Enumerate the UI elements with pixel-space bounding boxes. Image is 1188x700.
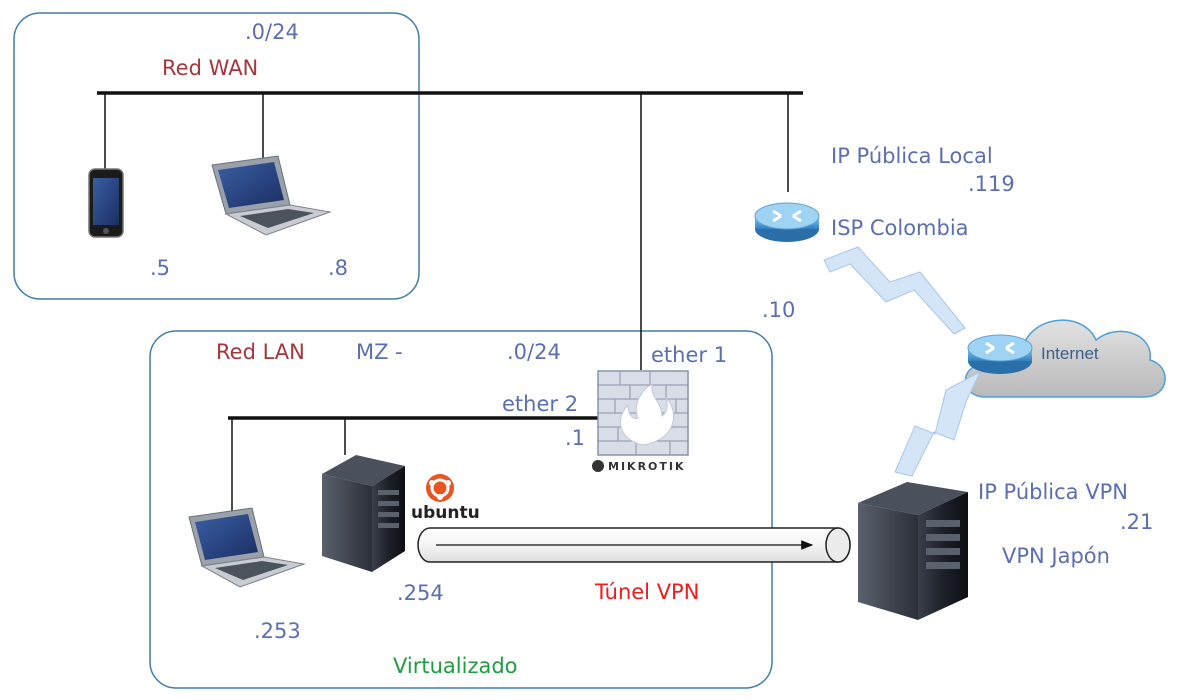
firewall-wan-ip: .10 <box>762 298 796 322</box>
vpn-public-ip-label: IP Pública VPN <box>978 480 1128 504</box>
mikrotik-brand: MIKROTIK <box>608 460 686 473</box>
ether1-label: ether 1 <box>651 343 728 367</box>
lan-network-box <box>149 330 773 689</box>
laptop-icon <box>188 507 306 588</box>
ubuntu-label: ubuntu <box>411 503 480 523</box>
laptop-icon <box>211 155 332 236</box>
lan-title: Red LAN <box>216 340 305 364</box>
isp-public-ip-label: IP Pública Local <box>831 144 993 168</box>
firewall-lan-ip: .1 <box>565 426 586 450</box>
server-icon <box>322 455 405 572</box>
vpn-link-lightning <box>894 370 982 477</box>
wan-title: Red WAN <box>162 56 259 80</box>
router-icon <box>966 333 1034 376</box>
lan-laptop-ip: .253 <box>254 619 301 643</box>
vpn-tunnel <box>417 527 851 563</box>
wan-subnet: .0/24 <box>245 20 299 44</box>
tunnel-label: Túnel VPN <box>595 580 700 604</box>
lan-server-ip: .254 <box>397 581 444 605</box>
ether2-label: ether 2 <box>502 392 579 416</box>
virtualizado-label: Virtualizado <box>393 654 518 678</box>
isp-name: ISP Colombia <box>831 216 969 240</box>
phone-icon <box>88 168 124 238</box>
lan-mz: MZ - <box>356 340 403 364</box>
internet-label: Internet <box>1041 344 1099 363</box>
lan-subnet: .0/24 <box>507 340 561 364</box>
wan-network-box <box>13 12 420 300</box>
laptop-wan-ip: .8 <box>328 256 349 280</box>
vpn-public-ip: .21 <box>1120 510 1154 534</box>
vpn-server-name: VPN Japón <box>1002 544 1110 568</box>
router-icon <box>753 201 821 244</box>
wan-link-lightning <box>823 246 966 335</box>
phone-ip: .5 <box>150 256 171 280</box>
isp-public-ip: .119 <box>968 172 1015 196</box>
firewall-icon <box>592 370 689 472</box>
ubuntu-logo-icon <box>426 474 454 502</box>
server-icon <box>858 482 968 620</box>
